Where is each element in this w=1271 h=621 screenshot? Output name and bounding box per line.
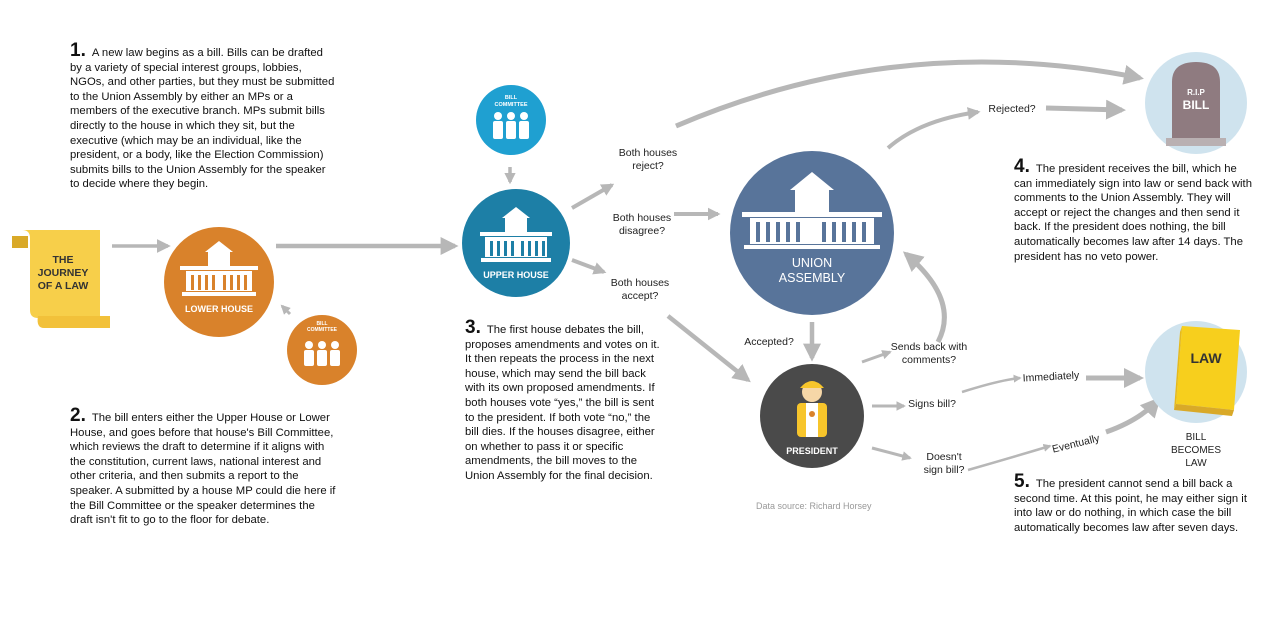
- tombstone-icon: [1172, 62, 1220, 140]
- lower-house-label: LOWER HOUSE: [184, 304, 253, 314]
- lower-committee-label: BILL COMMITTEE: [307, 321, 337, 333]
- lower-house-building-icon: [180, 241, 258, 296]
- step-3: 3.The first house debates the bill, prop…: [465, 318, 661, 484]
- step-1-text: A new law begins as a bill. Bills can be…: [70, 47, 335, 191]
- step-1-number: 1.: [70, 40, 86, 61]
- edge-both-disagree: Both houses disagree?: [612, 212, 672, 237]
- step-5-text: The president cannot send a bill back a …: [1014, 478, 1247, 534]
- arrow-doesnt-eventually: [967, 444, 1052, 472]
- tombstone-top-label: R.I.P: [1187, 88, 1205, 97]
- arrow-rejected-rip: [1045, 99, 1126, 120]
- arrows: [112, 59, 1161, 472]
- step-3-number: 3.: [465, 317, 481, 338]
- upper-committee-label: BILL COMMITTEE: [494, 95, 528, 108]
- law-book-label: LAW: [1190, 350, 1222, 366]
- step-2-number: 2.: [70, 405, 86, 426]
- step-4: 4.The president receives the bill, which…: [1014, 157, 1252, 264]
- data-source: Data source: Richard Horsey: [756, 501, 872, 511]
- arrow-committee-lower: [280, 304, 292, 316]
- upper-house-building-icon: [480, 207, 552, 262]
- arrow-reject-to-rip: [675, 59, 1144, 129]
- step-3-text: The first house debates the bill, propos…: [465, 324, 660, 482]
- arrow-president-sendsback: [861, 350, 892, 364]
- lower-committee-people-icon: [304, 341, 340, 366]
- tombstone-bottom-label: BILL: [1182, 98, 1210, 112]
- arrow-assembly-rejected: [886, 107, 981, 150]
- law-outcome-label: BILL BECOMES LAW: [1170, 432, 1221, 469]
- edge-both-accept: Both houses accept?: [610, 277, 670, 302]
- edge-accepted: Accepted?: [744, 336, 794, 348]
- step-4-text: The president receives the bill, which h…: [1014, 163, 1252, 263]
- scroll-icon: [12, 230, 110, 328]
- step-4-number: 4.: [1014, 156, 1030, 177]
- edge-rejected: Rejected?: [988, 103, 1036, 115]
- arrow-sendsback-assembly: [902, 251, 947, 344]
- step-2-text: The bill enters either the Upper House o…: [70, 412, 336, 527]
- edge-sends-back: Sends back with comments?: [890, 341, 968, 366]
- step-5: 5.The president cannot send a bill back …: [1014, 472, 1252, 535]
- arrow-president-doesnt: [871, 446, 912, 461]
- step-5-number: 5.: [1014, 471, 1030, 492]
- arrow-upper-accept: [571, 258, 607, 275]
- arrow-eventually-law: [1105, 397, 1161, 435]
- step-1: 1.A new law begins as a bill. Bills can …: [70, 41, 338, 192]
- arrow-signs-immediately: [961, 374, 1022, 394]
- edge-signs: Signs bill?: [908, 398, 956, 410]
- president-figure-icon: [797, 381, 827, 437]
- edge-doesnt-sign: Doesn't sign bill?: [923, 451, 965, 476]
- arrow-upper-reject: [571, 183, 615, 210]
- upper-committee-people-icon: [493, 112, 529, 139]
- upper-house-label: UPPER HOUSE: [483, 270, 549, 280]
- edge-both-reject: Both houses reject?: [618, 147, 678, 172]
- president-label: PRESIDENT: [786, 446, 838, 456]
- step-2: 2.The bill enters either the Upper House…: [70, 406, 338, 528]
- scroll-title: THE JOURNEY OF A LAW: [37, 254, 89, 292]
- arrow-accept-president: [666, 314, 751, 383]
- union-assembly-label: UNION ASSEMBLY: [778, 256, 846, 285]
- law-book-icon: [1174, 326, 1240, 416]
